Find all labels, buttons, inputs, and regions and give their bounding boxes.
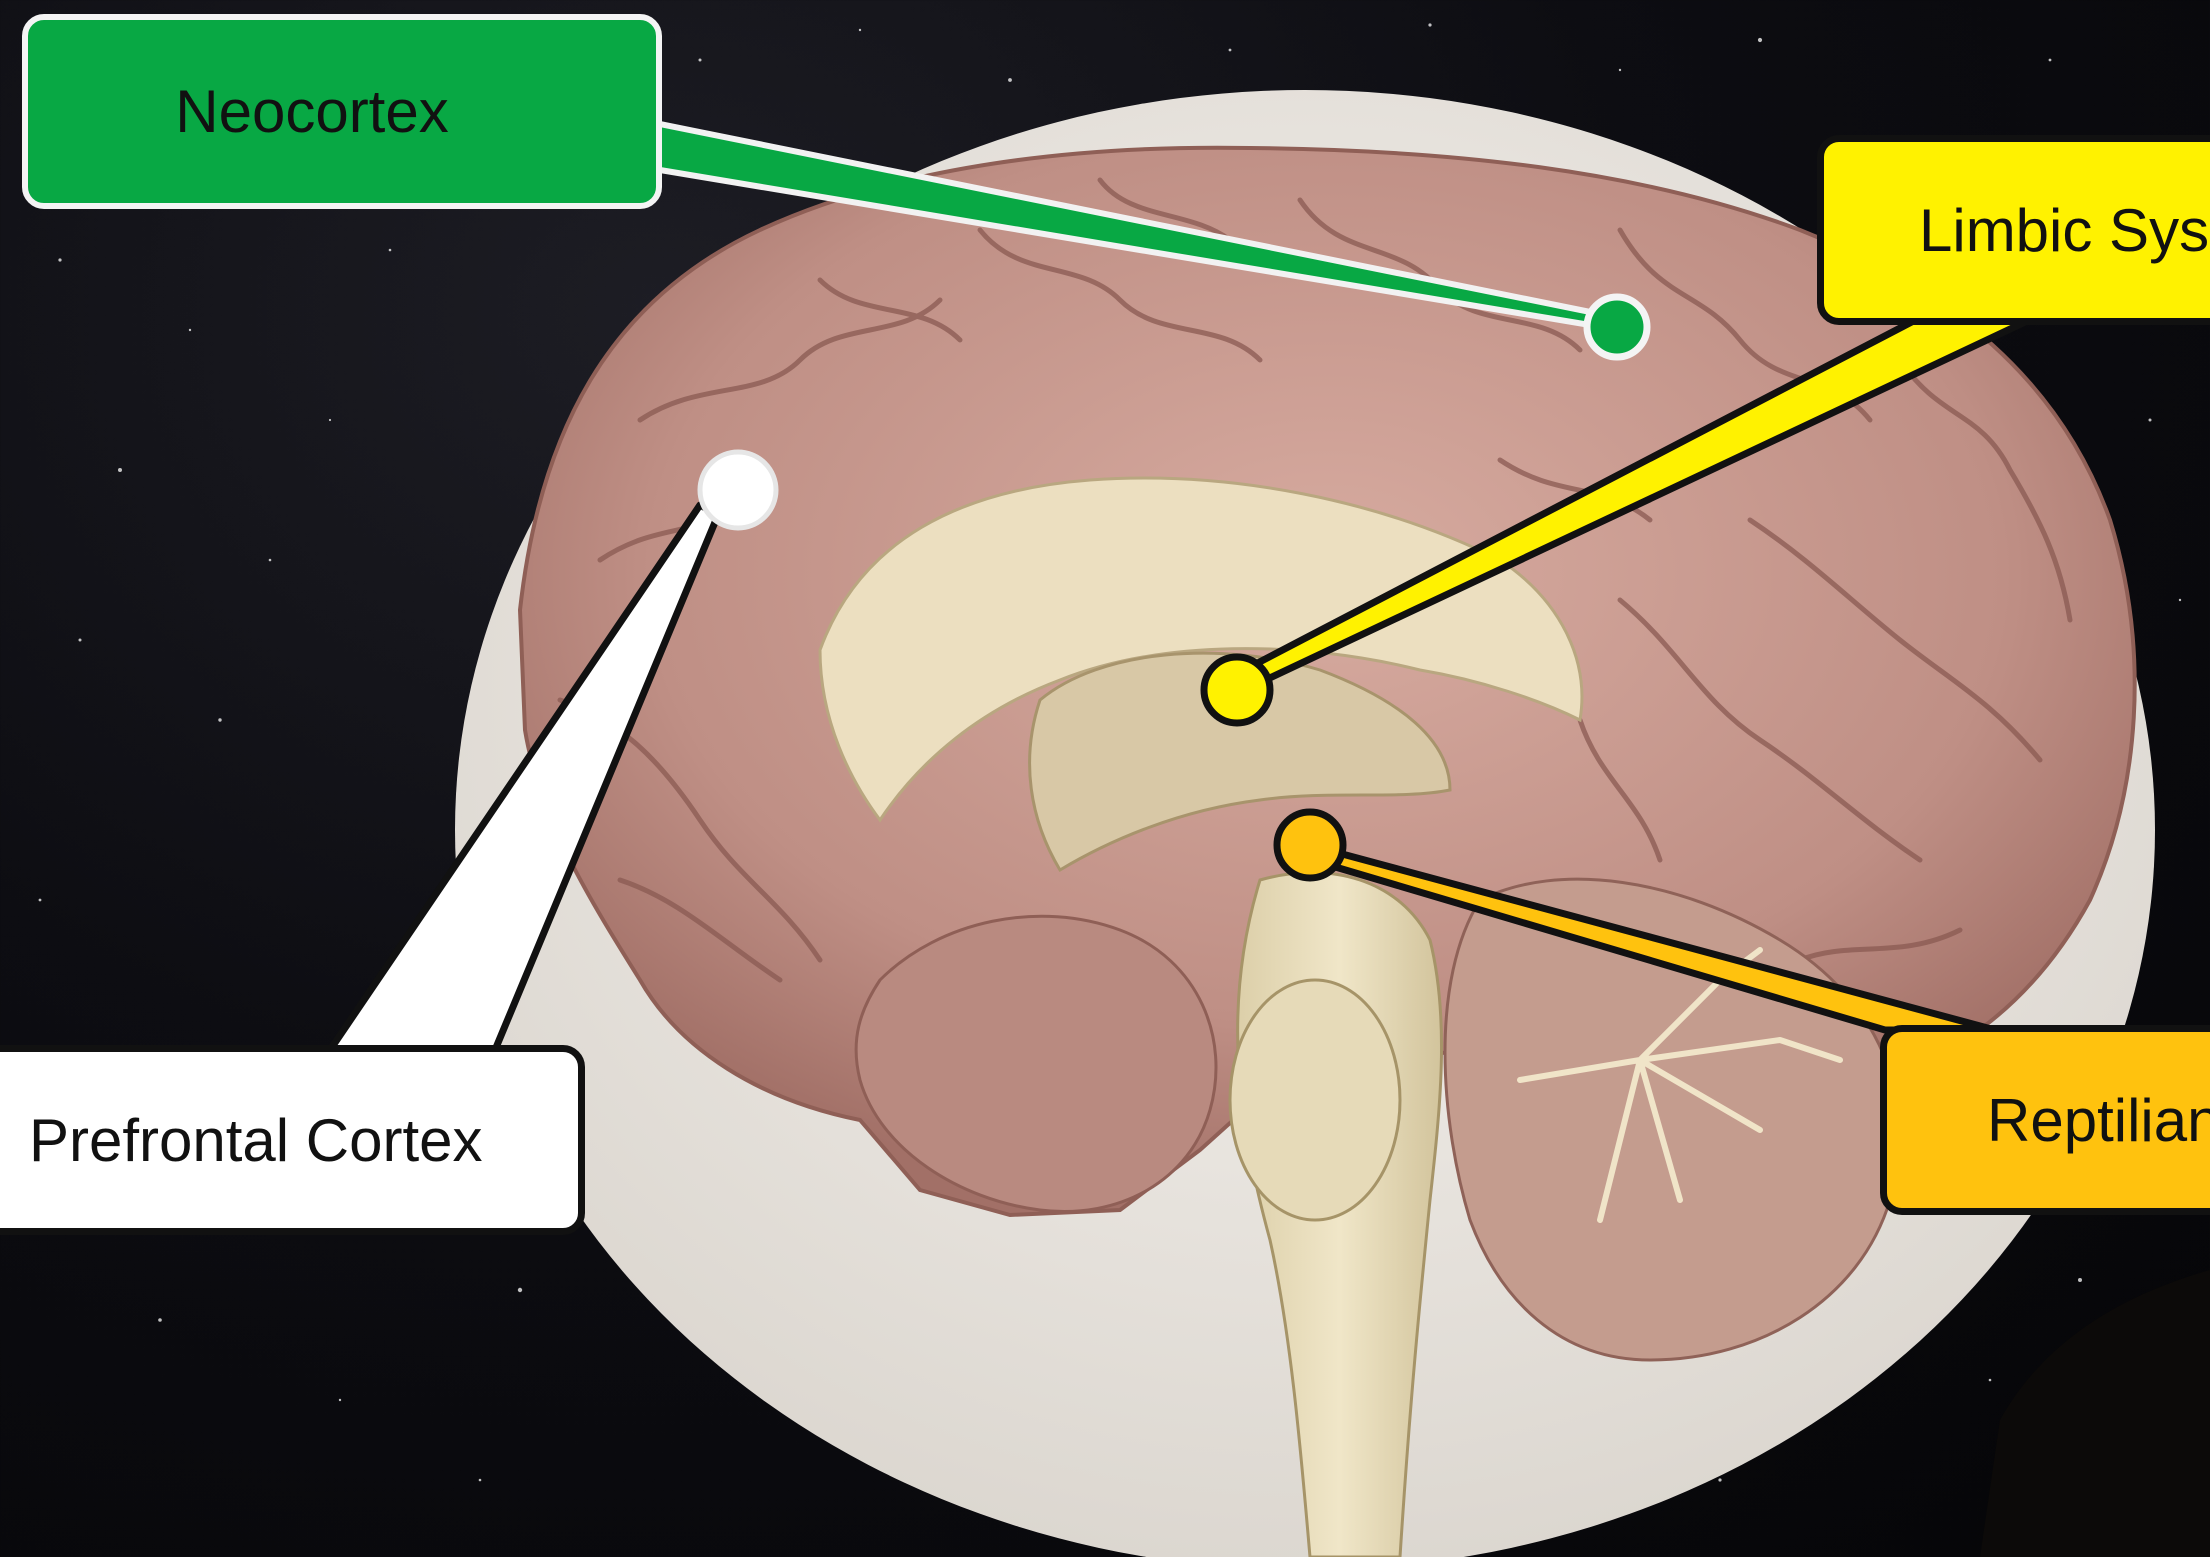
neocortex-marker-icon[interactable] [1587, 297, 1647, 357]
reptilian-label[interactable]: Reptilian [1880, 1025, 2210, 1215]
limbic-system-label-text: Limbic Sys [1919, 196, 2209, 265]
prefrontal-marker-icon[interactable] [700, 452, 776, 528]
prefrontal-cortex-label-text: Prefrontal Cortex [29, 1106, 483, 1175]
neocortex-label-text: Neocortex [175, 77, 448, 146]
hut-silhouette [1980, 1270, 2210, 1557]
pons [1230, 980, 1400, 1220]
limbic-system-label[interactable]: Limbic Sys [1817, 135, 2210, 325]
neocortex-label[interactable]: Neocortex [22, 14, 662, 209]
prefrontal-cortex-label[interactable]: Prefrontal Cortex [0, 1045, 585, 1235]
limbic-marker-icon[interactable] [1204, 657, 1270, 723]
reptilian-marker-icon[interactable] [1277, 812, 1343, 878]
reptilian-label-text: Reptilian [1987, 1086, 2210, 1155]
